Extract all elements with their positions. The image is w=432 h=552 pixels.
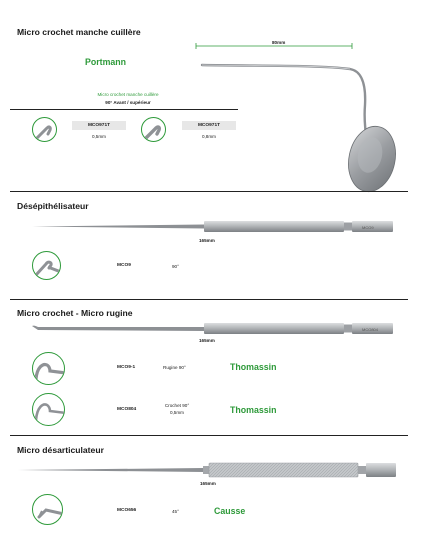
dimension-label-165mm-s3: 165mm (199, 338, 215, 343)
section-title-micro-crochet-rugine: Micro crochet - Micro rugine (17, 308, 133, 318)
product-code-box-1: MCO971T (72, 121, 126, 130)
dimension-line-80mm (195, 43, 353, 49)
tip-detail-circle-1 (32, 117, 57, 142)
dimension-label-165mm-s4: 165mm (200, 481, 216, 486)
desarticulateur-tip-icon (37, 508, 62, 519)
brand-causse: Causse (214, 506, 246, 516)
product-code-box-2: MCO971T (182, 121, 236, 130)
product-spec-6: 45° (172, 509, 179, 514)
spoon-handle-hook-instrument (200, 63, 396, 193)
handle-marking: MCO9 (362, 225, 374, 230)
product-spec-3: 90° (172, 264, 179, 269)
product-code-3: MCO9 (117, 263, 131, 268)
tip-detail-circle-2 (141, 117, 166, 142)
section-divider-1 (10, 191, 408, 192)
hook-tip-icon (33, 125, 52, 141)
tip-detail-circle-3 (32, 251, 61, 280)
section-title-desepithelisateur: Désépithélisateur (17, 201, 89, 211)
hook-tip-icon (142, 125, 161, 141)
product-code-5: MCO804 (117, 407, 137, 412)
section-title-micro-crochet-cuillere: Micro crochet manche cuillère (17, 27, 141, 37)
tip-detail-circle-5 (32, 393, 65, 426)
micro-desarticulateur-instrument (18, 462, 396, 478)
crochet-tip-icon (34, 403, 64, 422)
dimension-label-80mm: 80mm (272, 40, 286, 45)
section-title-micro-desarticulateur: Micro désarticulateur (17, 445, 104, 455)
brand-thomassin-1: Thomassin (230, 362, 277, 372)
product-spec-5b: 0,5mm (169, 410, 185, 415)
brand-portmann: Portmann (85, 57, 127, 67)
rugine-tip-icon (34, 362, 64, 381)
product-spec-1: 0,5mm (91, 134, 107, 139)
caption-line-1: Micro crochet manche cuillère (97, 92, 159, 97)
product-code-4: MCO9-1 (117, 365, 136, 370)
caption-rule (10, 109, 238, 110)
tip-detail-circle-6 (32, 494, 63, 525)
product-code-6: MCO656 (117, 508, 137, 513)
caption-line-2: 90° Avant / supérieur (105, 100, 151, 105)
product-spec-5: Crochet 90° (164, 403, 190, 408)
section-divider-3 (10, 435, 408, 436)
product-spec-2: 0,8mm (201, 134, 217, 139)
brand-thomassin-2: Thomassin (230, 405, 277, 415)
product-spec-4: Rugine 90° (163, 365, 186, 370)
desepithelisateur-instrument: MCO9 (32, 221, 393, 232)
blade-tip-icon (34, 260, 60, 277)
handle-marking: MCO804 (362, 327, 379, 332)
tip-detail-circle-4 (32, 352, 65, 385)
section-divider-2 (10, 299, 408, 300)
dimension-label-165mm-s2: 165mm (199, 238, 215, 243)
micro-rugine-instrument: MCO804 (32, 323, 393, 334)
